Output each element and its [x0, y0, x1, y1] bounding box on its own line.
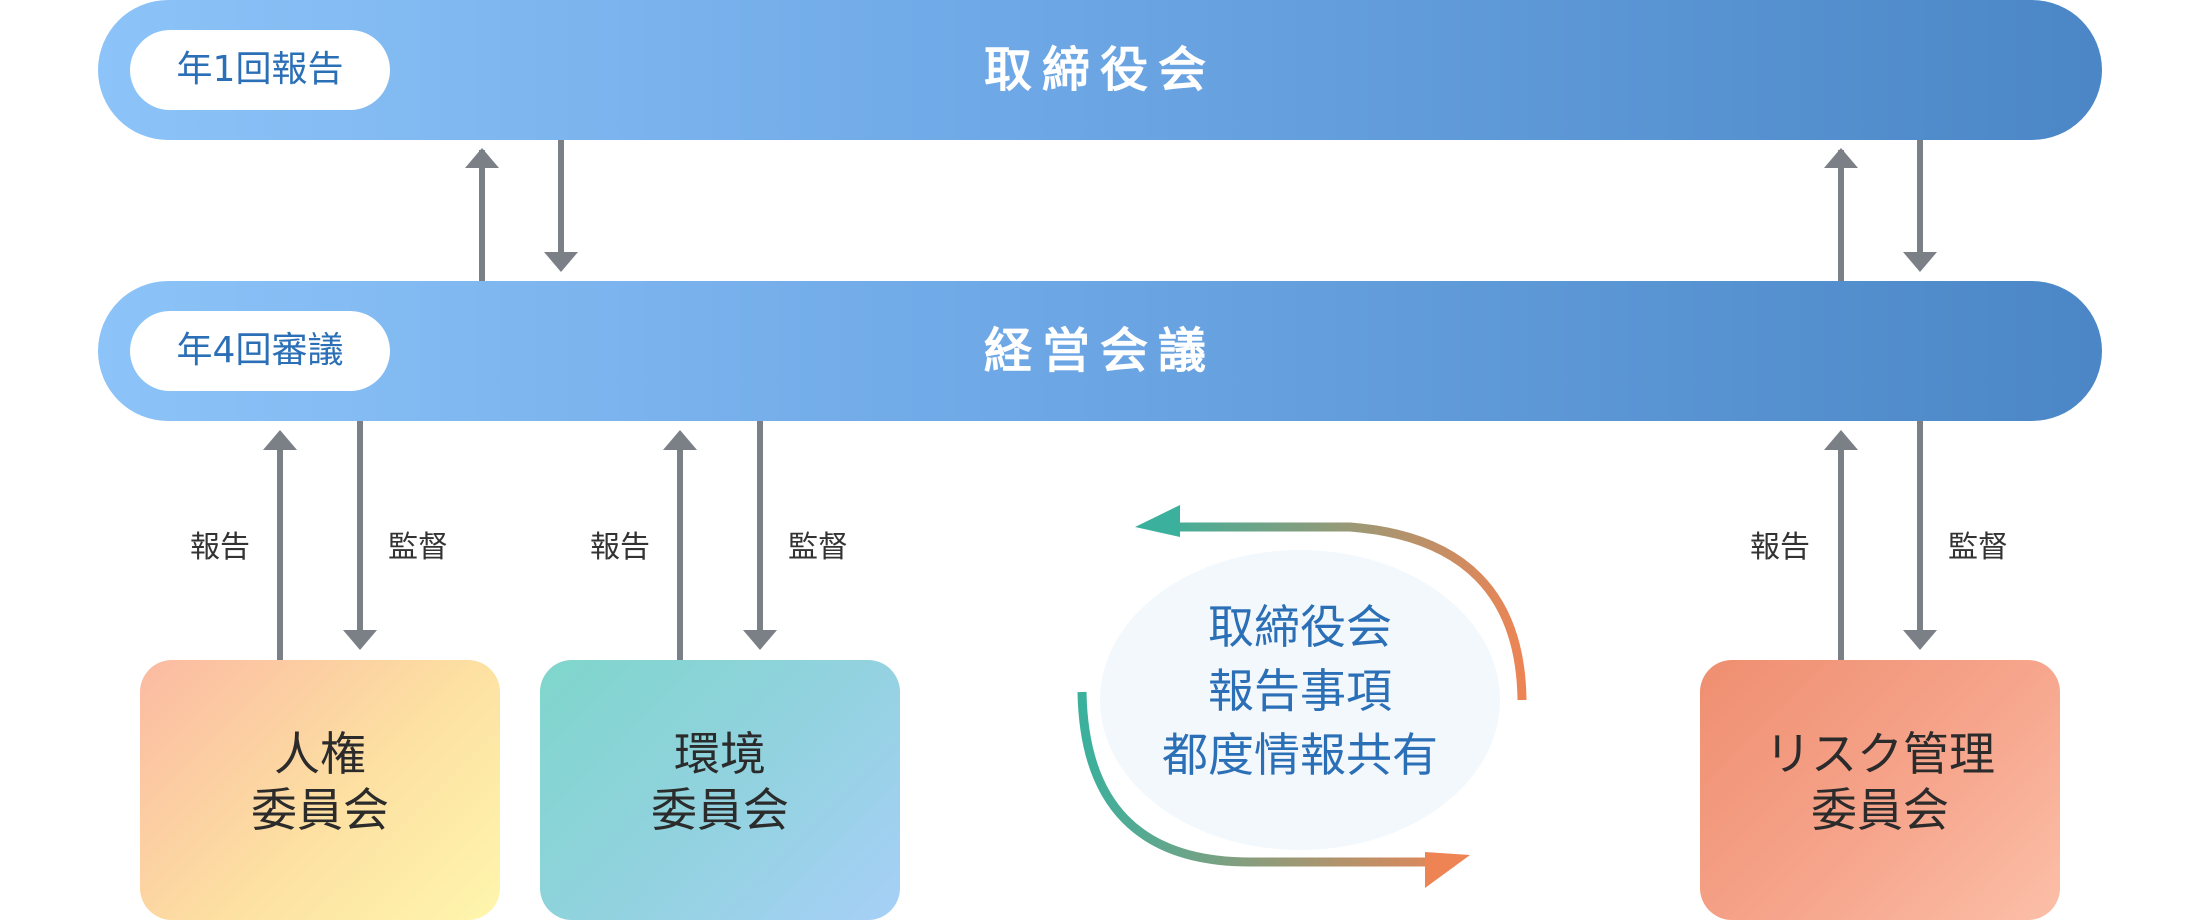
- cycle-top-arc: [1155, 522, 1527, 701]
- committee-environment: 環境 委員会: [540, 660, 900, 920]
- cycle-text-line2: 報告事項: [1208, 664, 1392, 718]
- arrowhead-up-board-left: [465, 148, 499, 168]
- arrowhead-down-board-right: [1903, 252, 1937, 272]
- arrowhead-down-env: [743, 630, 777, 650]
- label-report-env: 報告: [590, 530, 650, 565]
- arrowhead-up-env: [663, 430, 697, 450]
- arrowhead-down-risk: [1903, 630, 1937, 650]
- label-supervise-risk: 監督: [1948, 530, 2008, 565]
- cycle-text-line1: 取締役会: [1208, 600, 1392, 654]
- committee-hr-line2: 委員会: [251, 783, 389, 837]
- arrowhead-up-board-right: [1824, 148, 1858, 168]
- board-title: 取締役会: [983, 42, 1216, 98]
- arrowhead-down-hr: [343, 630, 377, 650]
- management-bar: 年4回審議 経営会議: [98, 281, 2102, 421]
- management-title: 経営会議: [983, 323, 1216, 379]
- committee-risk-line1: リスク管理: [1765, 727, 1995, 781]
- label-supervise-env: 監督: [788, 530, 848, 565]
- committee-hr-line1: 人権: [274, 727, 366, 781]
- management-frequency-pill: 年4回審議: [130, 311, 390, 391]
- committee-human-rights: 人権 委員会: [140, 660, 500, 920]
- committee-env-line1: 環境: [674, 727, 766, 781]
- label-supervise-hr: 監督: [388, 530, 448, 565]
- committee-risk-management: リスク管理 委員会: [1700, 660, 2060, 920]
- label-report-hr: 報告: [190, 530, 250, 565]
- committee-env-line2: 委員会: [651, 783, 789, 837]
- board-frequency-pill: 年1回報告: [130, 30, 390, 110]
- arrowhead-up-risk: [1824, 430, 1858, 450]
- flow-arrows: [263, 140, 1937, 888]
- committee-risk-line2: 委員会: [1811, 783, 1949, 837]
- board-bar: 年1回報告 取締役会: [98, 0, 2102, 140]
- cycle-background: [1100, 550, 1500, 850]
- cycle-bottom-arrowhead: [1425, 852, 1470, 888]
- cycle-bottom-arc: [1077, 691, 1455, 867]
- label-report-risk: 報告: [1750, 530, 1810, 565]
- arrowhead-down-board-left: [544, 252, 578, 272]
- cycle-text: 取締役会 報告事項 都度情報共有: [1110, 595, 1490, 787]
- arrowhead-up-hr: [263, 430, 297, 450]
- cycle-top-arrowhead: [1135, 505, 1180, 537]
- cycle-text-line3: 都度情報共有: [1162, 728, 1438, 782]
